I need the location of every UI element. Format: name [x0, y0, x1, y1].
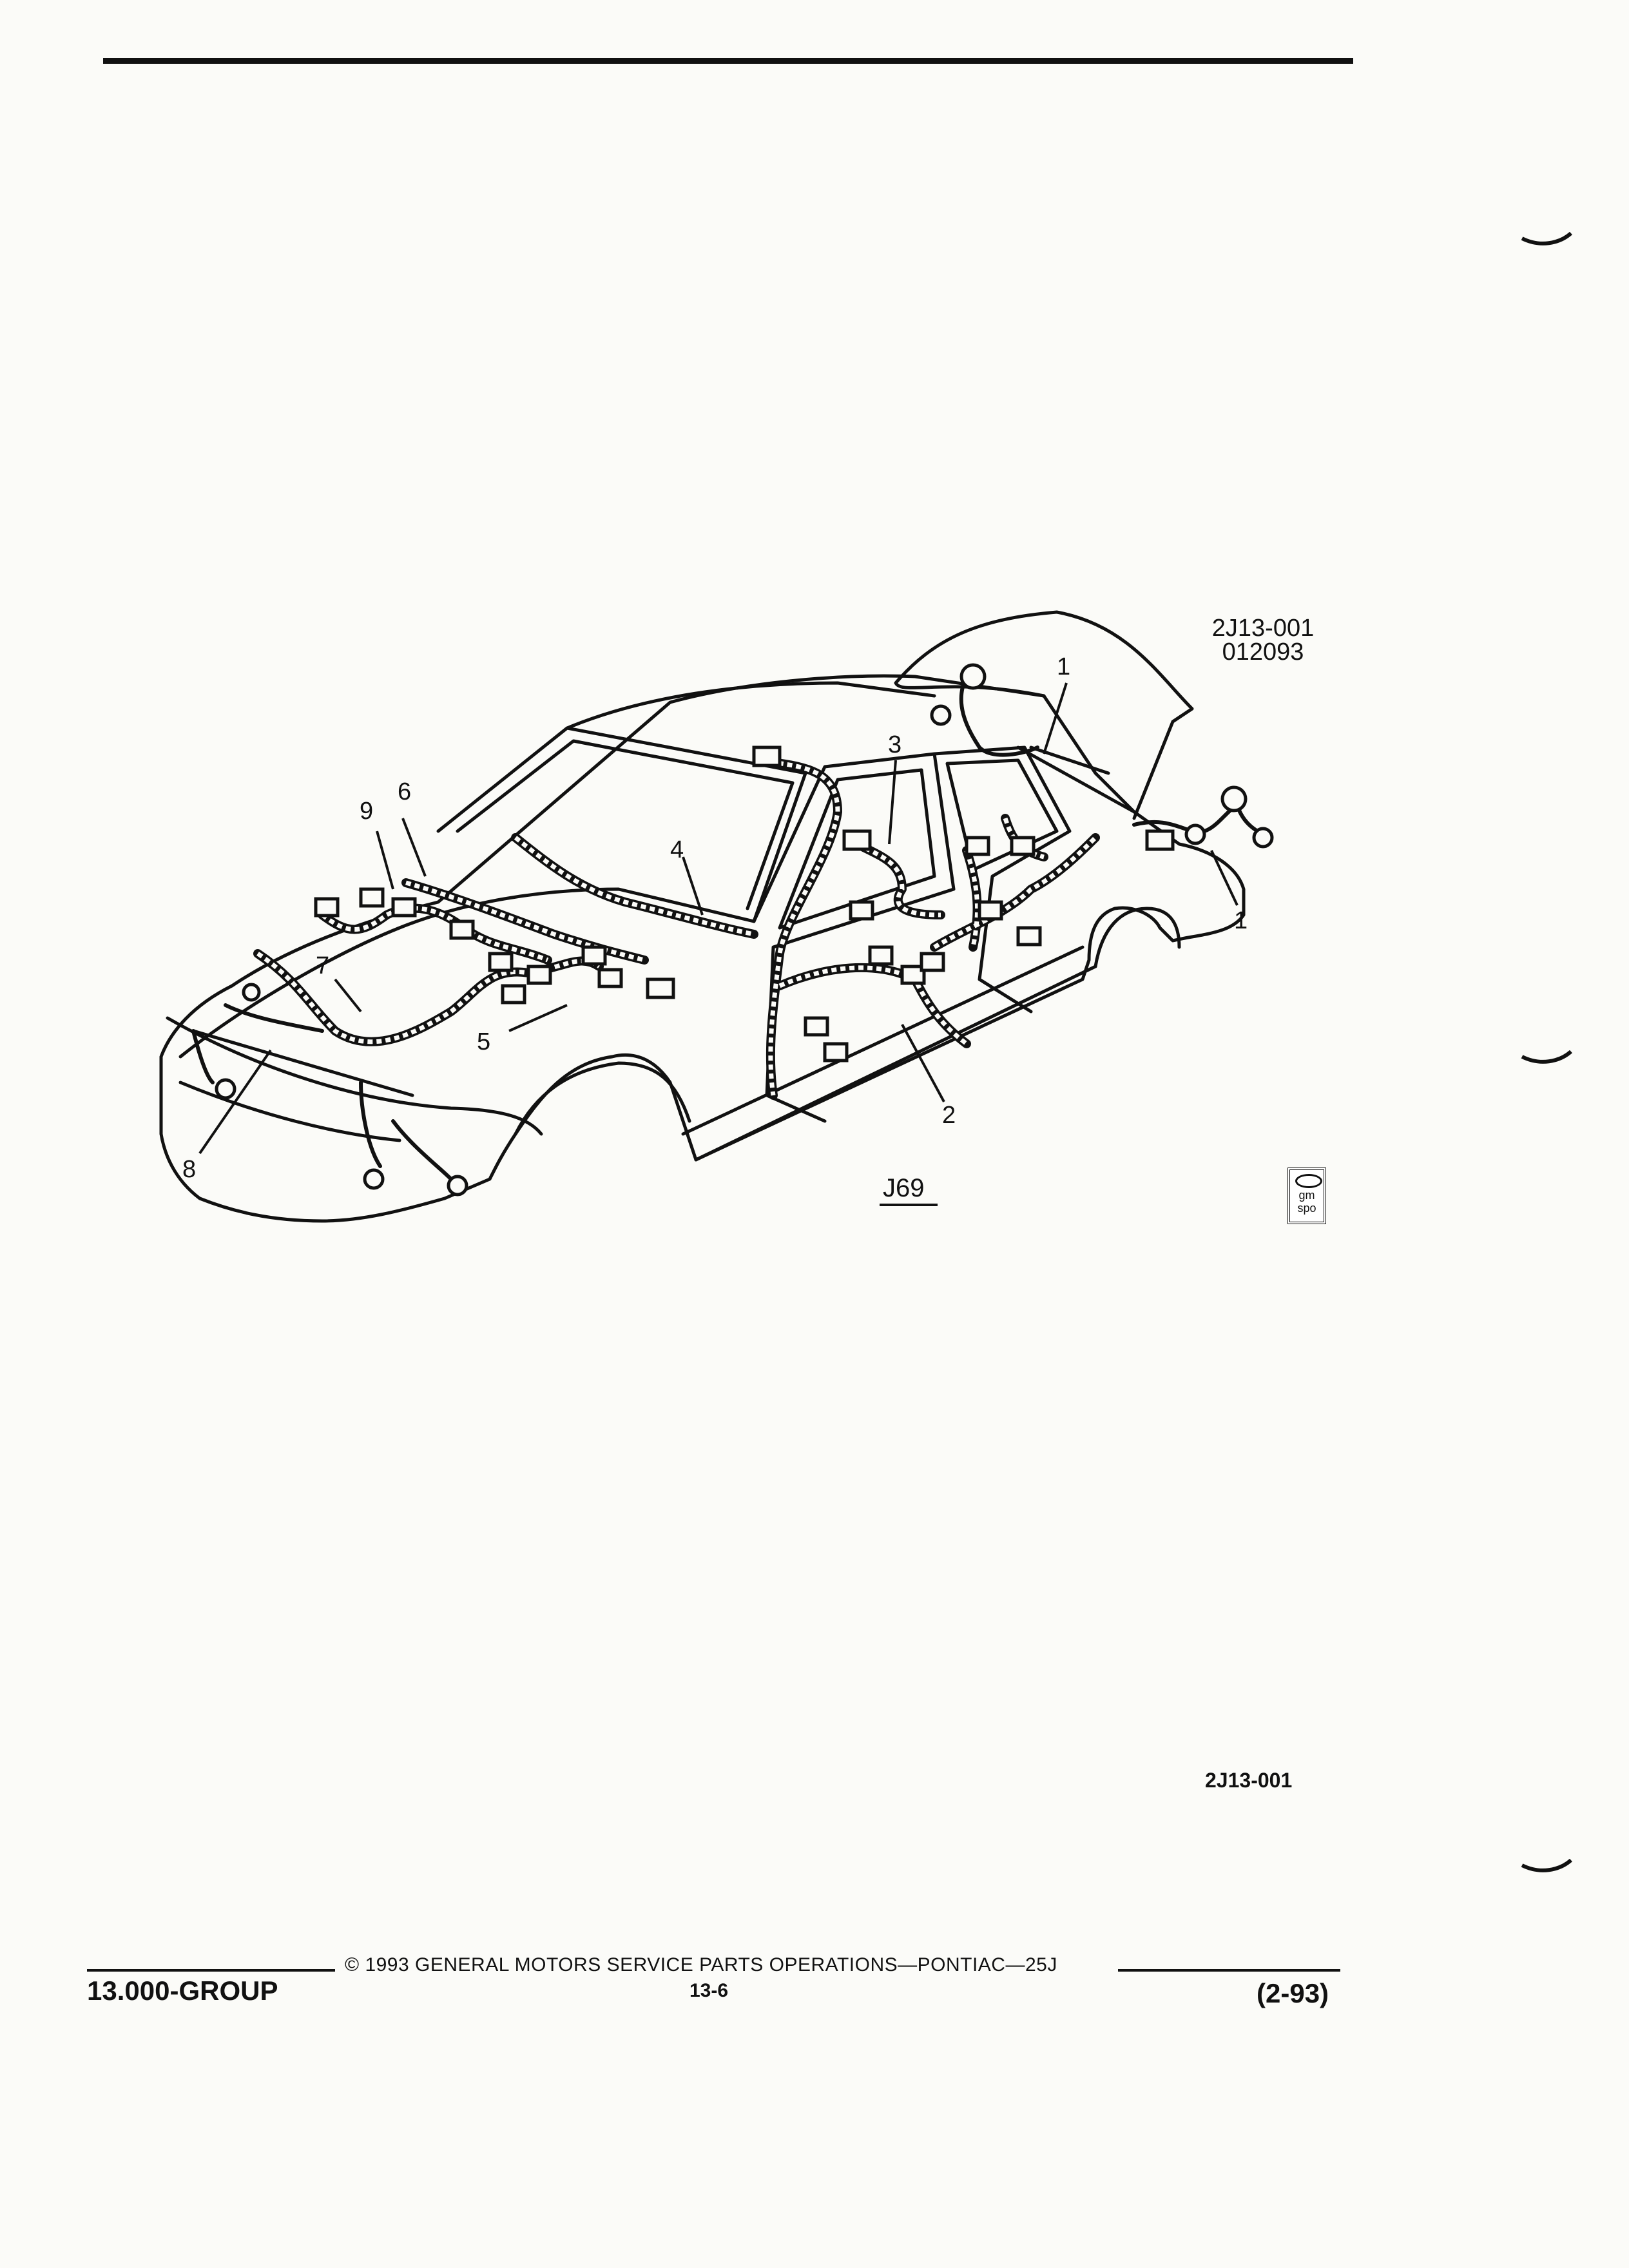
connector: [804, 1016, 829, 1037]
rear-door-window: [945, 758, 1059, 872]
connector: [978, 900, 1003, 921]
windshield: [436, 726, 807, 923]
connector: [581, 945, 607, 966]
trunk-lid: [894, 610, 1194, 820]
footer-page-number: 13-6: [689, 1980, 729, 2001]
callout-1-right: 1: [1234, 907, 1248, 934]
connector: [920, 952, 945, 972]
connector: [449, 919, 475, 940]
binder-ring-mark: [1521, 1859, 1572, 1872]
connector: [314, 897, 340, 918]
lamp-socket: [1184, 823, 1206, 845]
front-bumper: [166, 1016, 543, 1136]
harness-1-trunk: [959, 675, 1039, 757]
lamp-socket: [1220, 785, 1248, 812]
leader-6: [401, 818, 427, 877]
harness-6: [401, 878, 649, 965]
connector: [1145, 829, 1175, 851]
leader-7: [334, 978, 362, 1013]
lamp-socket: [930, 704, 952, 726]
connector: [391, 897, 417, 918]
callout-1-top: 1: [1057, 653, 1071, 680]
footer-copyright: © 1993 GENERAL MOTORS SERVICE PARTS OPER…: [345, 1954, 1057, 1975]
lamp-socket: [447, 1175, 468, 1196]
leader-1-right: [1210, 850, 1239, 906]
front-bumper-lower: [178, 1081, 401, 1142]
footer-rule-right: [1118, 1969, 1340, 1972]
gmspo-logo: gm spo: [1287, 1168, 1326, 1224]
rear-deck: [1016, 745, 1136, 814]
rear-wheel-well: [1094, 907, 1181, 968]
figure-id: 2J13-001: [1211, 615, 1315, 642]
callout-4: 4: [670, 836, 684, 863]
callout-6: 6: [398, 778, 412, 805]
callout-7: 7: [316, 952, 330, 979]
lamp-socket: [215, 1078, 236, 1100]
lamp-socket: [1252, 827, 1274, 849]
callout-5: 5: [477, 1028, 491, 1055]
connector: [597, 968, 623, 988]
front-door-window: [778, 768, 936, 930]
front-wheel-well: [514, 1061, 691, 1136]
leader-8: [198, 1049, 272, 1155]
model-label: J69: [883, 1174, 925, 1202]
connector: [842, 829, 872, 851]
connector: [752, 745, 782, 767]
harness-4: [511, 833, 758, 939]
leader-9: [376, 831, 394, 890]
callout-2: 2: [942, 1102, 956, 1129]
footer-rule-left: [87, 1969, 335, 1972]
leader-1-top: [1043, 682, 1068, 754]
lamp-socket: [242, 983, 261, 1002]
callout-3: 3: [888, 731, 902, 758]
logo-spo-text: spo: [1297, 1202, 1316, 1215]
figure-date-code: 012093: [1222, 639, 1304, 666]
connector: [646, 977, 675, 999]
connector: [965, 836, 990, 856]
grille: [191, 1029, 414, 1097]
connector: [868, 945, 894, 966]
lamp-socket: [363, 1168, 385, 1190]
figure-ref-lower: 2J13-001: [1205, 1769, 1293, 1792]
rocker-panel: [694, 965, 1097, 1162]
callout-9: 9: [360, 798, 374, 825]
leader-4: [682, 856, 704, 916]
leader-3: [888, 760, 897, 845]
binder-ring-mark: [1521, 232, 1572, 245]
lamp-socket: [959, 663, 987, 690]
connector: [359, 887, 385, 908]
leader-2: [901, 1024, 945, 1102]
connector: [823, 1042, 849, 1062]
logo-oval-icon: [1295, 1174, 1322, 1188]
connector: [501, 984, 526, 1004]
logo-gm-text: gm: [1298, 1189, 1315, 1202]
hood-line: [178, 887, 756, 1059]
connector: [1010, 836, 1036, 856]
callout-8: 8: [182, 1156, 197, 1183]
leader-5: [508, 1004, 568, 1032]
rocker-panel-2: [681, 945, 1084, 1136]
harness-8-front: [191, 1003, 453, 1181]
binder-ring-mark: [1521, 1050, 1572, 1064]
windshield-inner: [456, 739, 795, 910]
footer-group: 13.000-GROUP: [87, 1975, 278, 2006]
harness-1-rear: [1132, 802, 1271, 840]
connector: [849, 900, 874, 921]
car-body-outline: [159, 674, 1246, 1223]
top-rule: [103, 58, 1353, 64]
connector: [488, 952, 514, 972]
roof-line: [565, 681, 936, 730]
connector: [526, 965, 552, 985]
connector: [1016, 926, 1042, 947]
footer-date: (2-93): [1257, 1978, 1329, 2008]
